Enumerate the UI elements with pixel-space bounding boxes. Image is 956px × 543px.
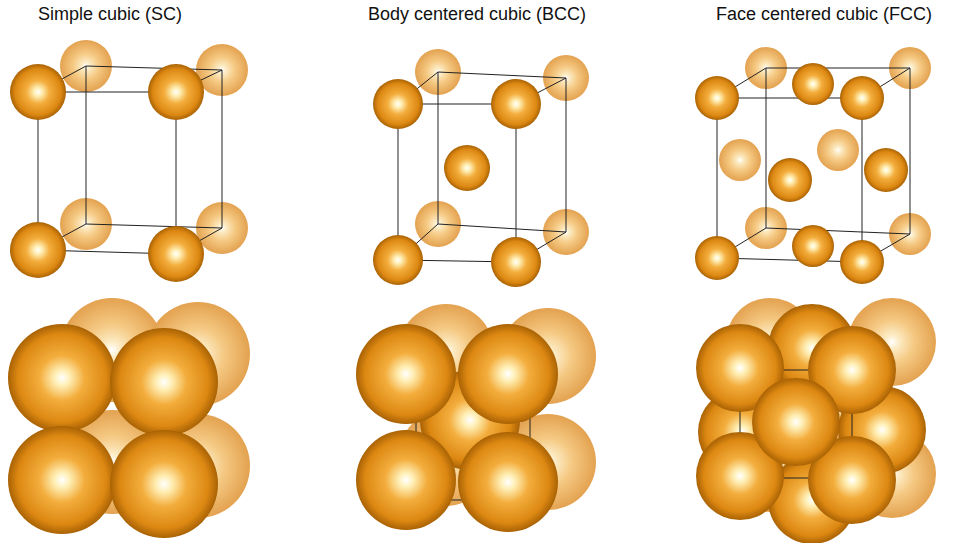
column-title: Face centered cubic (FCC) <box>716 4 932 25</box>
sc-unit-cell <box>10 40 248 282</box>
bcc-unit-cell <box>373 49 589 287</box>
column-title: Simple cubic (SC) <box>38 4 182 25</box>
column-title: Body centered cubic (BCC) <box>368 4 586 25</box>
sc-packed-spheres <box>8 298 250 538</box>
bcc-packed-spheres <box>356 304 596 532</box>
fcc-unit-cell <box>695 47 931 284</box>
fcc-packed-spheres <box>696 298 936 543</box>
